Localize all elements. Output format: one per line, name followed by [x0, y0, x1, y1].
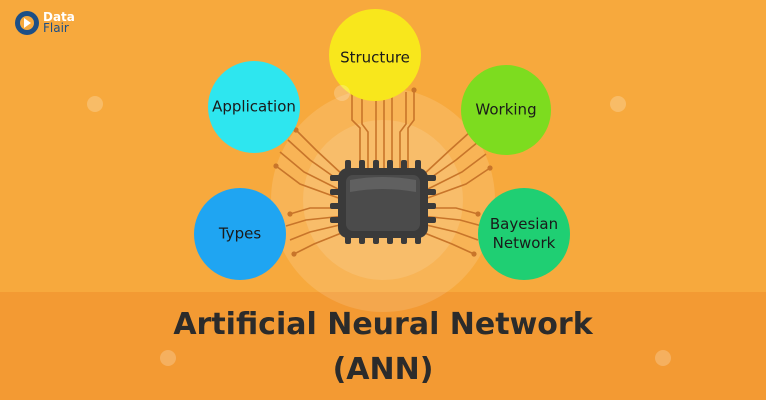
node-bayesian-label: Bayesian Network: [490, 215, 558, 253]
node-types-label: Types: [218, 224, 262, 243]
node-types-circle: [194, 188, 286, 280]
brand-logo: Data Flair: [14, 10, 75, 36]
page-title: Artificial Neural Network: [173, 307, 593, 342]
title-band: [0, 292, 766, 400]
node-working-circle: [461, 65, 551, 155]
watermark-icon: [160, 350, 176, 366]
watermark-icon: [610, 96, 626, 112]
chip-core: [346, 175, 420, 231]
node-application-label: Application: [212, 97, 296, 116]
watermark-icon: [334, 85, 350, 101]
circuit-traces: [275, 90, 491, 255]
node-bayesian-line1: Bayesian: [489, 215, 559, 233]
dataflair-logo-icon: [15, 11, 39, 35]
node-application-circle: [208, 61, 300, 153]
page-subtitle: (ANN): [332, 352, 434, 387]
node-bayesian-line2: Network: [492, 234, 556, 252]
brand-name: Data Flair: [43, 10, 75, 35]
brand-line1: Data: [43, 10, 75, 24]
watermark-icon: [655, 350, 671, 366]
watermark-icon: [87, 96, 103, 112]
chip-shine: [350, 177, 416, 192]
node-structure-label: Structure: [340, 48, 410, 67]
watermarks: [87, 85, 671, 366]
node-working-label: Working: [475, 100, 537, 119]
node-bayesian-circle: [478, 188, 570, 280]
brand-line2: Flair: [43, 21, 69, 35]
node-structure-circle: [329, 9, 421, 101]
